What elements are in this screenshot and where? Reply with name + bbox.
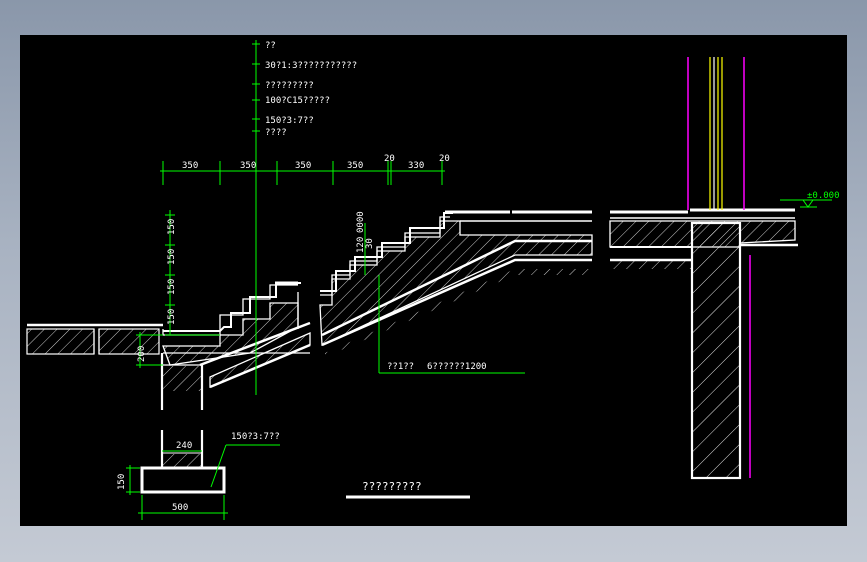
slab-note-left: ??1?? [387,362,414,372]
leader-note-2: 30?1:3??????????? [265,61,357,71]
vertical-leader [252,40,260,395]
mid-dim-a: 120 [356,237,366,253]
stair-flight-left [162,281,311,389]
leader-note-3: ????????? [265,81,314,91]
top-dim-6: 330 [408,161,424,171]
ground-slab-left [26,323,163,355]
drawing-caption: ????????? [362,480,422,493]
stair-flight-middle [319,210,593,347]
top-dim-4: 350 [347,161,363,171]
leader-note-6: ???? [265,128,287,138]
middle-leader [364,223,525,374]
leader-note-1: ?? [265,41,276,51]
footing-width-base: 500 [172,503,188,513]
cad-drawing-viewport[interactable]: ?? 30?1:3??????????? ????????? 100?C15??… [20,35,847,526]
top-dim-2: 350 [240,161,256,171]
footing-width-top: 240 [176,441,192,451]
support-wall-left [160,353,204,410]
riser-dimension-line [136,210,220,368]
riser-dim-1: 150 [167,219,177,235]
elevation-marker [780,199,832,208]
top-dim-7: 20 [439,154,450,164]
foundation-wall-right [690,221,751,480]
top-dim-1: 350 [182,161,198,171]
slab-note-right: 6??????1200 [427,362,487,372]
mid-dim-c: 30 [365,238,375,249]
footing-note: 150?3:7?? [231,432,280,442]
riser-dim-3: 150 [167,279,177,295]
mid-dim-b: 0000 [356,211,366,233]
footing-height: 150 [117,474,127,490]
top-dimension-line [160,161,445,185]
top-dim-3: 350 [295,161,311,171]
wall-dim: 200 [137,346,147,362]
riser-dim-4: 150 [167,309,177,325]
leader-note-4: 100?C15????? [265,96,330,106]
stair-section-drawing: ?? 30?1:3??????????? ????????? 100?C15??… [26,40,840,520]
leader-note-5: 150?3:7?? [265,116,314,126]
riser-dim-2: 150 [167,249,177,265]
footing [140,430,226,494]
column-lines [687,57,745,210]
elevation-label: ±0.000 [807,191,840,201]
top-dim-5: 20 [384,154,395,164]
footing-leaders [126,444,280,520]
